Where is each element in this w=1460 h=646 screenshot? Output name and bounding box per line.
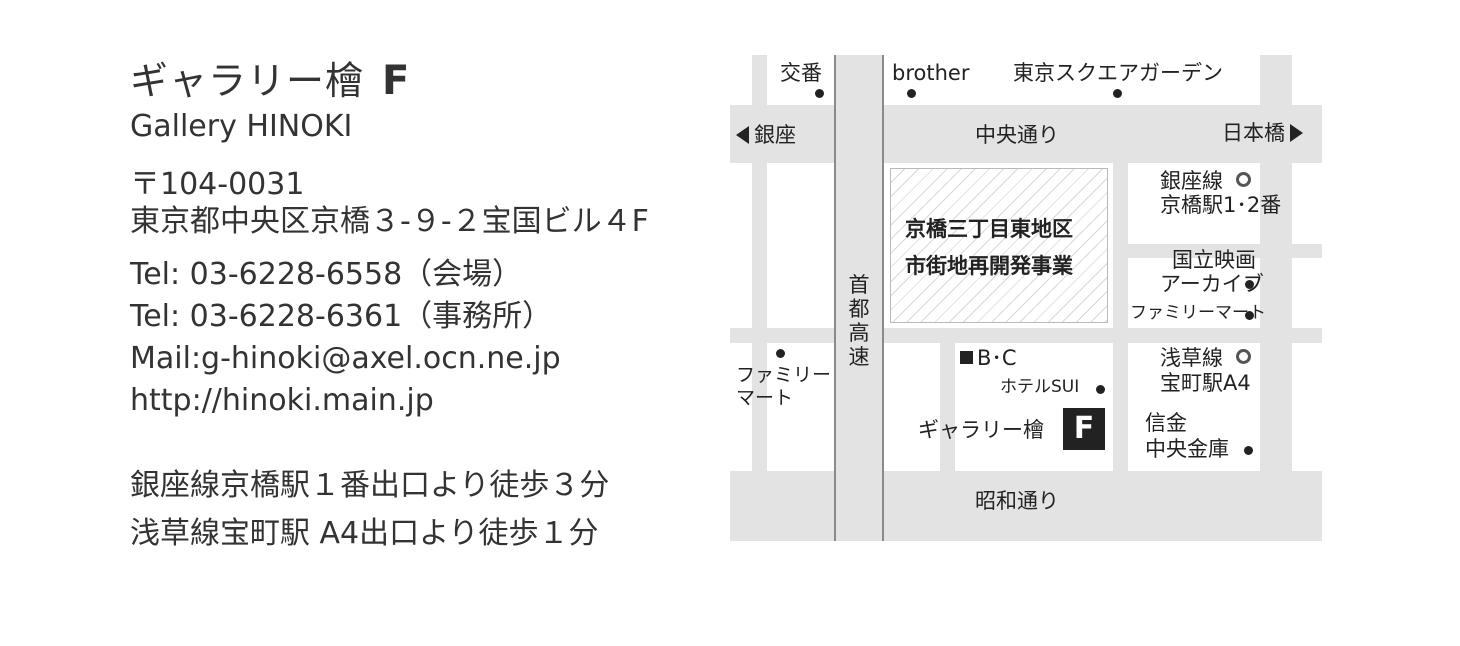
shutoko-line-left bbox=[834, 55, 836, 541]
shutoko-label-text: 首都高速 bbox=[848, 273, 870, 369]
brother-marker bbox=[907, 89, 916, 98]
gallery-name-jp: ギャラリー檜 bbox=[130, 59, 365, 103]
far-right-street bbox=[1260, 55, 1292, 541]
bc-square-icon bbox=[960, 351, 973, 364]
familymart-left-label-1: ファミリー bbox=[736, 364, 832, 386]
koban-marker bbox=[815, 89, 824, 98]
chuo-dori-road bbox=[730, 105, 1322, 163]
gallery-floor-mark: F bbox=[382, 58, 410, 104]
familymart-left-label-2: マート bbox=[736, 387, 794, 409]
gallery-title: ギャラリー檜 F bbox=[130, 50, 720, 105]
shinkin-label-2: 中央金庫 bbox=[1145, 437, 1229, 461]
email[interactable]: Mail:g-hinoki@axel.ocn.ne.jp bbox=[130, 341, 561, 376]
film-archive-marker bbox=[1245, 280, 1254, 289]
hotel-sui-label: ホテルSUI bbox=[1000, 377, 1080, 397]
asakusa-line-label: 浅草線 bbox=[1160, 346, 1223, 370]
familymart-left-marker bbox=[776, 349, 785, 358]
website-link[interactable]: http://hinoki.main.jp bbox=[130, 383, 434, 418]
gallery-map-label: ギャラリー檜 bbox=[918, 418, 1044, 442]
shutoko-label: 首都高速 bbox=[847, 273, 871, 369]
nihonbashi-label: 日本橋 bbox=[1222, 121, 1285, 145]
redevelopment-label-2: 市街地再開発事業 bbox=[905, 254, 1073, 278]
arrow-right-icon bbox=[1290, 124, 1303, 142]
bc-building: B･C bbox=[960, 346, 1017, 370]
nihonbashi-direction: 日本橋 bbox=[1222, 121, 1303, 145]
street-address: 東京都中央区京橋３-９-２宝国ビル４F bbox=[130, 204, 649, 239]
film-archive-label-1: 国立映画 bbox=[1172, 248, 1256, 272]
familymart-right-label: ファミリーマート bbox=[1130, 303, 1266, 323]
hotel-sui-marker bbox=[1096, 385, 1105, 394]
ginza-label: 銀座 bbox=[754, 123, 796, 147]
arrow-left-icon bbox=[736, 126, 749, 144]
familymart-right-marker bbox=[1245, 311, 1254, 320]
shutoko-road bbox=[834, 55, 884, 541]
tokyo-square-garden-label: 東京スクエアガーデン bbox=[1013, 61, 1223, 85]
tel-office: Tel: 03-6228-6361（事務所） bbox=[130, 299, 553, 334]
brother-label: brother bbox=[892, 61, 970, 85]
takaracho-station-icon bbox=[1236, 349, 1251, 364]
contact-block: Tel: 03-6228-6558（会場） Tel: 03-6228-6361（… bbox=[130, 254, 720, 422]
shinkin-label-1: 信金 bbox=[1145, 411, 1187, 435]
tokyo-square-garden-marker bbox=[1113, 89, 1122, 98]
access-ginza-line: 銀座線京橋駅１番出口より徒歩３分 bbox=[130, 468, 610, 503]
access-asakusa-line: 浅草線宝町駅 A4出口より徒歩１分 bbox=[130, 516, 599, 551]
showa-dori-road bbox=[730, 471, 1322, 529]
ginza-line-label: 銀座線 bbox=[1160, 169, 1223, 193]
takaracho-station-label: 宝町駅A4 bbox=[1160, 371, 1251, 395]
shinkin-marker bbox=[1244, 446, 1253, 455]
gallery-info: ギャラリー檜 F Gallery HINOKI 〒104-0031 東京都中央区… bbox=[130, 50, 720, 558]
left-edge-street bbox=[752, 55, 767, 541]
bc-label: B･C bbox=[977, 346, 1017, 370]
address-block: 〒104-0031 東京都中央区京橋３-９-２宝国ビル４F bbox=[130, 166, 720, 240]
kyobashi-station-icon bbox=[1236, 172, 1251, 187]
kyobashi-station-label: 京橋駅1･2番 bbox=[1160, 193, 1282, 217]
ginza-direction: 銀座 bbox=[736, 123, 796, 147]
center-street bbox=[940, 343, 955, 541]
bottom-strip bbox=[730, 529, 1322, 541]
access-map: 交番 brother 東京スクエアガーデン 銀座 中央通り 日本橋 銀座線 京橋… bbox=[730, 55, 1322, 541]
chuo-dori-label: 中央通り bbox=[975, 123, 1059, 147]
koban-label: 交番 bbox=[780, 61, 822, 85]
tel-venue: Tel: 03-6228-6558（会場） bbox=[130, 257, 523, 292]
gallery-location-marker: F bbox=[1063, 408, 1105, 450]
postal-code: 〒104-0031 bbox=[130, 167, 305, 202]
redevelopment-label-1: 京橋三丁目東地区 bbox=[905, 217, 1073, 241]
showa-dori-label: 昭和通り bbox=[975, 489, 1059, 513]
gallery-name-en: Gallery HINOKI bbox=[130, 109, 353, 144]
mid-street bbox=[730, 328, 1322, 343]
shutoko-line-right bbox=[882, 55, 884, 541]
right-street bbox=[1113, 163, 1128, 541]
redevelopment-lot bbox=[890, 168, 1108, 323]
access-block: 銀座線京橋駅１番出口より徒歩３分 浅草線宝町駅 A4出口より徒歩１分 bbox=[130, 462, 720, 558]
